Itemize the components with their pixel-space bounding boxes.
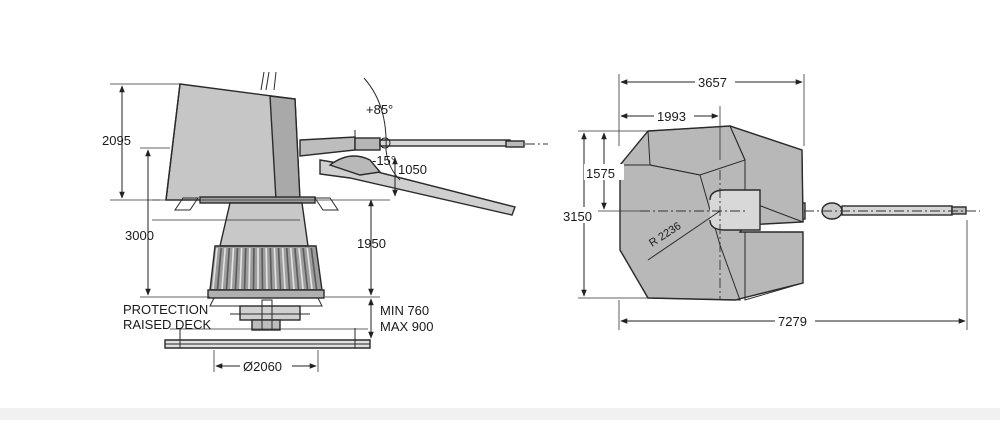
mount-column bbox=[220, 203, 308, 246]
base-mechanism bbox=[230, 300, 310, 330]
dim-1575-label: 1575 bbox=[586, 166, 615, 181]
bottom-strip bbox=[0, 408, 1000, 420]
antennas bbox=[261, 72, 276, 90]
protection-label: PROTECTION bbox=[123, 302, 208, 317]
top-turret bbox=[620, 126, 803, 300]
dim-1050-label: 1050 bbox=[398, 162, 427, 177]
top-view: R 2236 3657 1993 3150 1575 7279 bbox=[560, 73, 980, 330]
dim-7279-label: 7279 bbox=[778, 314, 807, 329]
dim-3150-label: 3150 bbox=[563, 209, 592, 224]
dim-1950-label: 1950 bbox=[357, 236, 386, 251]
side-view: +85° -15° 1050 bbox=[102, 72, 548, 374]
min-760-label: MIN 760 bbox=[380, 303, 429, 318]
elevation-down-label: -15° bbox=[372, 153, 396, 168]
dim-3000-label: 3000 bbox=[125, 228, 154, 243]
dim-2095-label: 2095 bbox=[102, 133, 131, 148]
drum-rib bbox=[266, 248, 267, 289]
elevation-up-label: +85° bbox=[366, 102, 393, 117]
drum-rib bbox=[249, 248, 250, 289]
max-900-label: MAX 900 bbox=[380, 319, 433, 334]
dim-3657-label: 3657 bbox=[698, 75, 727, 90]
ribbed-drum bbox=[208, 246, 324, 306]
dim-diameter-label: Ø2060 bbox=[243, 359, 282, 374]
raised-deck-label: RAISED DECK bbox=[123, 317, 211, 332]
dim-1993-label: 1993 bbox=[657, 109, 686, 124]
